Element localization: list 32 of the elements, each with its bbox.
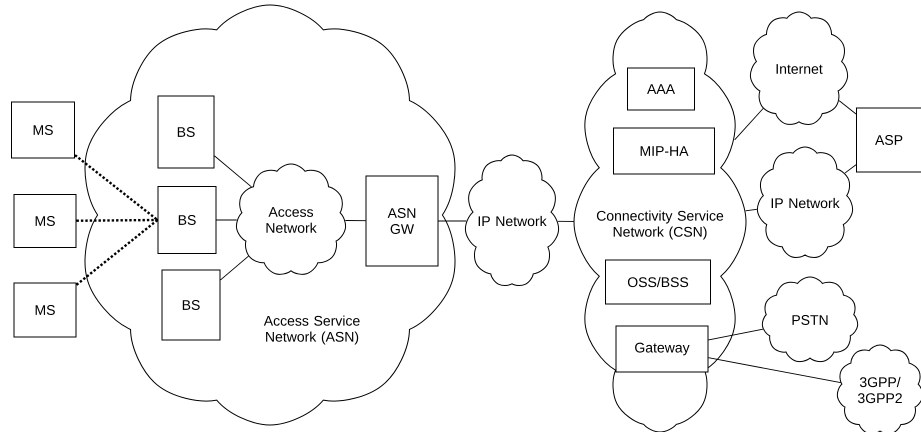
connector	[734, 108, 764, 140]
connector	[76, 218, 158, 222]
box: BS	[158, 186, 216, 254]
box: BS	[158, 96, 214, 168]
box: ASN GW	[366, 176, 438, 266]
connector	[708, 328, 764, 340]
connector	[557, 220, 574, 222]
box: MS	[14, 282, 76, 338]
connector	[438, 220, 467, 222]
box: BS	[162, 270, 220, 340]
cloud: Access Network	[236, 164, 346, 275]
connector	[745, 208, 758, 212]
cloud: IP Network	[464, 154, 560, 286]
box: MS	[11, 102, 75, 158]
box: Gateway	[616, 326, 708, 372]
connector	[838, 100, 856, 114]
connector	[220, 256, 249, 280]
box: MS	[14, 194, 76, 248]
connector	[214, 155, 252, 188]
box: OSS/BSS	[605, 260, 711, 304]
box: ASP	[856, 108, 921, 172]
box: AAA	[627, 68, 695, 110]
connector	[844, 164, 856, 174]
cloud: IP Network	[756, 146, 854, 258]
connector	[74, 154, 158, 221]
connector	[76, 219, 158, 286]
box: MIP-HA	[613, 128, 715, 174]
cloud: 3GPP/ 3GPP2	[836, 344, 921, 432]
cloud: PSTN	[762, 276, 858, 362]
connector	[708, 357, 841, 384]
connector	[344, 220, 366, 222]
cloud: Internet	[750, 12, 848, 125]
